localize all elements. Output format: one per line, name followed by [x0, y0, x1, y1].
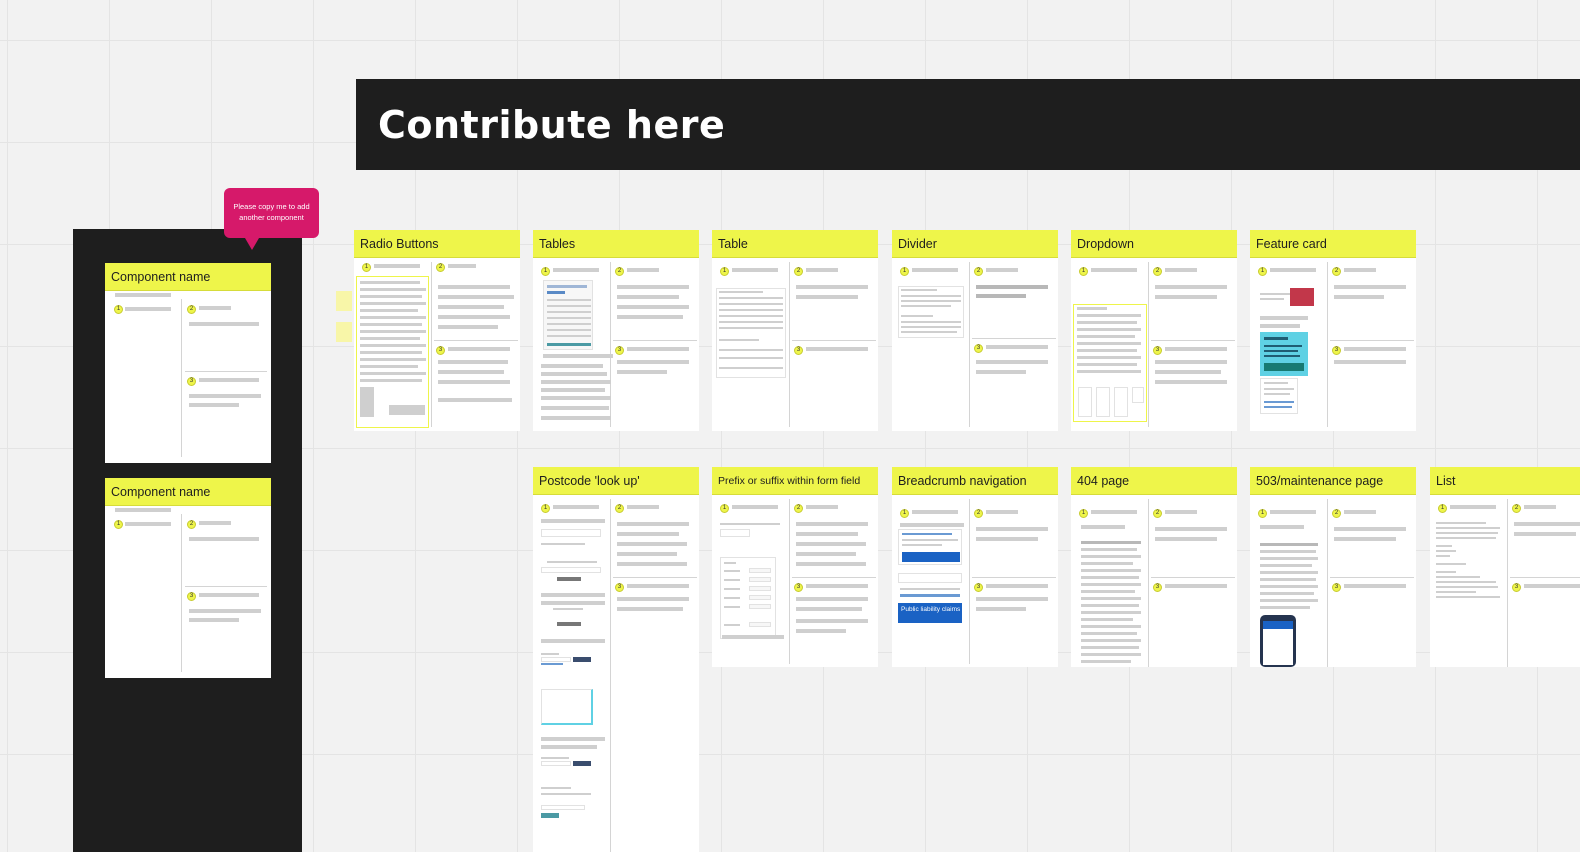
phone-mockup — [1260, 615, 1296, 667]
breadcrumb-thumbnail — [898, 529, 962, 565]
step-2-marker: 2 — [1153, 267, 1162, 276]
template-card[interactable]: Component name 1 2 3 — [105, 478, 271, 678]
step-3-marker: 3 — [1332, 346, 1341, 355]
step-1-marker: 1 — [362, 263, 371, 272]
step-3-marker: 3 — [794, 346, 803, 355]
step-1-marker: 1 — [720, 267, 729, 276]
component-card-radio-buttons[interactable]: Radio Buttons 1 2 3 — [354, 230, 520, 431]
component-card-title: 404 page — [1071, 467, 1237, 495]
component-card-title: Dropdown — [1071, 230, 1237, 258]
copy-hint-text: Please copy me to add another component — [233, 202, 310, 222]
component-card-title: Table — [712, 230, 878, 258]
step-3-marker: 3 — [794, 583, 803, 592]
sticky-note[interactable] — [336, 291, 352, 311]
component-card-title: 503/maintenance page — [1250, 467, 1416, 495]
step-1-marker: 1 — [1258, 267, 1267, 276]
step-2-marker: 2 — [615, 267, 624, 276]
step-2-marker: 2 — [1332, 509, 1341, 518]
step-2-marker: 2 — [1153, 509, 1162, 518]
step-2-marker: 2 — [187, 305, 196, 314]
step-3-marker: 3 — [187, 592, 196, 601]
template-card-title: Component name — [105, 263, 271, 291]
step-1-marker: 1 — [720, 504, 729, 513]
component-card-title: List — [1430, 467, 1580, 495]
step-3-marker: 3 — [974, 344, 983, 353]
step-2-marker: 2 — [974, 267, 983, 276]
step-3-marker: 3 — [1332, 583, 1341, 592]
sticky-note[interactable] — [336, 322, 352, 342]
step-3-marker: 3 — [1512, 583, 1521, 592]
component-card-dropdown[interactable]: Dropdown 1 2 3 — [1071, 230, 1237, 431]
step-2-marker: 2 — [794, 504, 803, 513]
component-card-feature-card[interactable]: Feature card 1 2 3 — [1250, 230, 1416, 431]
contribute-banner: Contribute here — [356, 79, 1580, 170]
component-card-title: Radio Buttons — [354, 230, 520, 258]
step-3-marker: 3 — [436, 346, 445, 355]
component-card-title: Prefix or suffix within form field — [712, 467, 878, 495]
component-card-title: Divider — [892, 230, 1058, 258]
step-1-marker: 1 — [900, 509, 909, 518]
template-card[interactable]: Component name 1 2 3 — [105, 263, 271, 463]
step-3-marker: 3 — [615, 583, 624, 592]
404-thumbnail — [1081, 541, 1141, 544]
component-card-prefix-suffix[interactable]: Prefix or suffix within form field 1 2 3 — [712, 467, 878, 667]
step-1-marker: 1 — [541, 267, 550, 276]
step-1-marker: 1 — [900, 267, 909, 276]
step-3-marker: 3 — [1153, 346, 1162, 355]
component-card-title: Postcode 'look up' — [533, 467, 699, 495]
step-2-marker: 2 — [187, 520, 196, 529]
step-2-marker: 2 — [1332, 267, 1341, 276]
step-3-marker: 3 — [187, 377, 196, 386]
step-3-marker: 3 — [615, 346, 624, 355]
tables-thumbnail — [543, 280, 593, 350]
step-2-marker: 2 — [794, 267, 803, 276]
banner-title: Contribute here — [378, 103, 726, 147]
component-card-breadcrumb-navigation[interactable]: Breadcrumb navigation 1 Public liability… — [892, 467, 1058, 667]
feature-card-thumbnail — [1260, 332, 1308, 376]
prefix-suffix-thumbnail — [720, 529, 750, 537]
step-1-marker: 1 — [1079, 267, 1088, 276]
step-1-marker: 1 — [1258, 509, 1267, 518]
step-2-marker: 2 — [436, 263, 445, 272]
step-2-marker: 2 — [615, 504, 624, 513]
step-3-marker: 3 — [1153, 583, 1162, 592]
step-1-marker: 1 — [1438, 504, 1447, 513]
dropdown-thumbnail — [1073, 304, 1147, 422]
breadcrumb-thumbnail-banner: Public liability claims — [901, 606, 961, 613]
step-1-marker: 1 — [1079, 509, 1088, 518]
component-card-title: Tables — [533, 230, 699, 258]
component-card-divider[interactable]: Divider 1 2 3 — [892, 230, 1058, 431]
copy-hint-bubble[interactable]: Please copy me to add another component — [224, 188, 319, 250]
postcode-thumbnail — [541, 529, 601, 537]
component-card-title: Feature card — [1250, 230, 1416, 258]
step-2-marker: 2 — [1512, 504, 1521, 513]
component-card-postcode-look-up[interactable]: Postcode 'look up' 1 2 3 — [533, 467, 699, 852]
component-card-list[interactable]: List 1 2 3 — [1430, 467, 1580, 667]
list-thumbnail — [1436, 522, 1486, 524]
step-1-marker: 1 — [541, 504, 550, 513]
step-2-marker: 2 — [974, 509, 983, 518]
503-thumbnail — [1260, 543, 1318, 546]
component-card-title: Breadcrumb navigation — [892, 467, 1058, 495]
step-1-marker: 1 — [114, 305, 123, 314]
step-1-marker: 1 — [114, 520, 123, 529]
component-card-404-page[interactable]: 404 page 1 2 3 — [1071, 467, 1237, 667]
radio-buttons-thumbnail — [356, 276, 429, 428]
component-card-tables[interactable]: Tables 1 2 3 — [533, 230, 699, 431]
template-card-title: Component name — [105, 478, 271, 506]
step-3-marker: 3 — [974, 583, 983, 592]
component-card-503-maintenance-page[interactable]: 503/maintenance page 1 2 3 — [1250, 467, 1416, 667]
divider-thumbnail — [898, 286, 964, 338]
component-card-table[interactable]: Table 1 2 3 — [712, 230, 878, 431]
table-thumbnail — [716, 288, 786, 378]
